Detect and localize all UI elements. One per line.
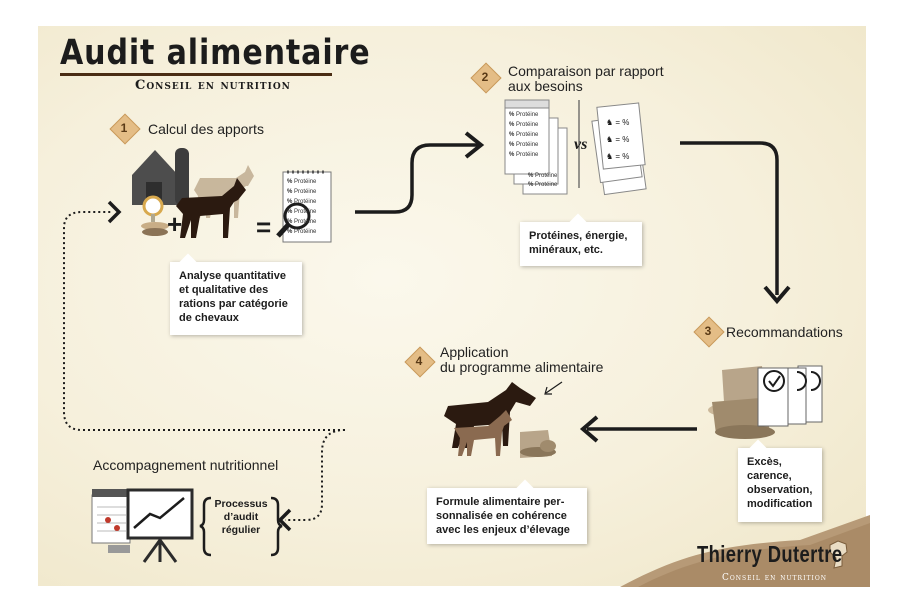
mare-and-foal-icon xyxy=(444,382,536,456)
accompaniment-label: Accompagnement nutritionnel xyxy=(93,457,279,473)
loop-arrow-left xyxy=(63,200,345,431)
barn-icon xyxy=(132,148,189,205)
feed-bag-icon xyxy=(708,366,775,439)
formula-note-line: Formule alimentaire per- xyxy=(436,496,565,508)
equals-percent: = % xyxy=(615,152,630,161)
percent-glyph: % xyxy=(528,182,534,188)
percent-glyph: % xyxy=(287,219,293,225)
analysis-note: Analyse quantitative et qualitative des … xyxy=(170,253,302,335)
percent-glyph: % xyxy=(509,122,515,128)
recommendations-note-line: carence, xyxy=(747,470,792,482)
needs-sheet-rows-back: % Protéine % Protéine xyxy=(528,172,564,190)
percent-glyph: % xyxy=(509,112,515,118)
percent-glyph: % xyxy=(509,132,515,138)
percent-glyph: % xyxy=(528,173,534,179)
protein-row-label: Protéine xyxy=(535,173,558,179)
protein-row-label: Protéine xyxy=(535,182,558,188)
formula-note-line: sonnalisée en cohérence xyxy=(436,510,567,522)
needs-sheet-rows: % Protéine % Protéine % Protéine % Proté… xyxy=(509,110,549,160)
nutrient-sheets-left xyxy=(504,99,568,195)
needs-note: Protéines, énergie, minéraux, etc. xyxy=(520,213,642,266)
page-subtitle: Conseil en nutrition xyxy=(135,78,291,93)
process-line: Processus xyxy=(214,498,268,510)
percent-glyph: % xyxy=(287,209,293,215)
protein-row-label: Protéine xyxy=(516,122,539,128)
recommendation-cards xyxy=(757,365,823,427)
process-line: régulier xyxy=(221,524,261,536)
brand-name: Thierry Dutertre xyxy=(697,541,843,567)
percent-glyph: % xyxy=(287,229,293,235)
recommendations-note-line: modification xyxy=(747,498,813,510)
horse-ratio-rows: ♞ = % ♞ = % ♞ = % xyxy=(606,118,630,161)
analysis-note-line: Analyse quantitative xyxy=(179,270,286,282)
step-4-label-line1: Application xyxy=(440,344,509,360)
step-2-label-line1: Comparaison par rapport xyxy=(508,63,664,79)
protein-row-label: Protéine xyxy=(294,219,317,225)
percent-glyph: % xyxy=(287,189,293,195)
step-3-number: 3 xyxy=(704,324,712,338)
protein-row-label: Protéine xyxy=(294,179,317,185)
calendar-icon xyxy=(91,489,131,553)
step-4-label-line2: du programme alimentaire xyxy=(440,359,604,375)
brand-band xyxy=(620,515,870,587)
recommendations-note-line: Excès, xyxy=(747,456,782,468)
percent-glyph: % xyxy=(287,199,293,205)
horse-ratio-sheets xyxy=(591,102,647,196)
step-3-label: Recommandations xyxy=(726,324,843,340)
formula-note: Formule alimentaire per- sonnalisée en c… xyxy=(427,479,587,544)
feed-sacks-small-icon xyxy=(520,430,556,458)
process-label: Processus d’audit régulier xyxy=(213,498,269,537)
flow-arrow-3-to-4 xyxy=(579,415,697,443)
step-1-number: 1 xyxy=(120,121,128,135)
protein-row-label: Protéine xyxy=(516,132,539,138)
flow-arrow-2-to-3 xyxy=(680,141,791,305)
recommendations-note-line: observation, xyxy=(747,484,813,496)
equals-sign: = xyxy=(256,212,271,242)
loop-arrow-down xyxy=(277,429,346,532)
recommendations-note: Excès, carence, observation, modificatio… xyxy=(738,439,822,522)
horse-icon xyxy=(176,165,254,238)
needs-note-line: minéraux, etc. xyxy=(529,244,603,256)
equals-percent: = % xyxy=(615,118,630,127)
analysis-note-line: et qualitative des xyxy=(179,284,269,296)
step-2-label-line2: aux besoins xyxy=(508,78,583,94)
scale-icon xyxy=(141,195,169,236)
vs-label: vs xyxy=(574,136,588,153)
plus-sign: + xyxy=(167,209,182,239)
pointer-arrow xyxy=(545,381,563,394)
flow-arrow-1-to-2 xyxy=(355,131,485,214)
checklist-rows: % Protéine % Protéine % Protéine % Proté… xyxy=(287,177,331,237)
percent-glyph: % xyxy=(509,152,515,158)
analysis-note-line: rations par catégorie xyxy=(179,298,288,310)
formula-note-line: avec les enjeux d’élevage xyxy=(436,524,570,536)
percent-glyph: % xyxy=(287,179,293,185)
process-line: d’audit xyxy=(223,511,259,523)
page-title: Audit alimentaire xyxy=(60,33,371,73)
pointer-arrowhead xyxy=(544,386,552,395)
process-brackets xyxy=(199,496,283,557)
brand-horse-logo xyxy=(829,540,848,569)
needs-note-line: Protéines, énergie, xyxy=(529,230,628,242)
analysis-note-line: de chevaux xyxy=(179,312,239,324)
step-1-label: Calcul des apports xyxy=(148,121,264,137)
chart-board-icon xyxy=(126,488,194,563)
protein-row-label: Protéine xyxy=(516,112,539,118)
protein-row-label: Protéine xyxy=(294,189,317,195)
brand-tagline: Conseil en nutrition xyxy=(722,573,827,583)
step-4-number: 4 xyxy=(415,354,423,368)
equals-percent: = % xyxy=(615,135,630,144)
step-2-number: 2 xyxy=(481,70,489,84)
title-underline xyxy=(60,73,332,76)
protein-row-label: Protéine xyxy=(294,199,317,205)
protein-row-label: Protéine xyxy=(516,152,539,158)
magnifier-icon xyxy=(276,202,311,238)
protein-row-label: Protéine xyxy=(294,229,317,235)
protein-row-label: Protéine xyxy=(294,209,317,215)
percent-glyph: % xyxy=(509,142,515,148)
protein-row-label: Protéine xyxy=(516,142,539,148)
